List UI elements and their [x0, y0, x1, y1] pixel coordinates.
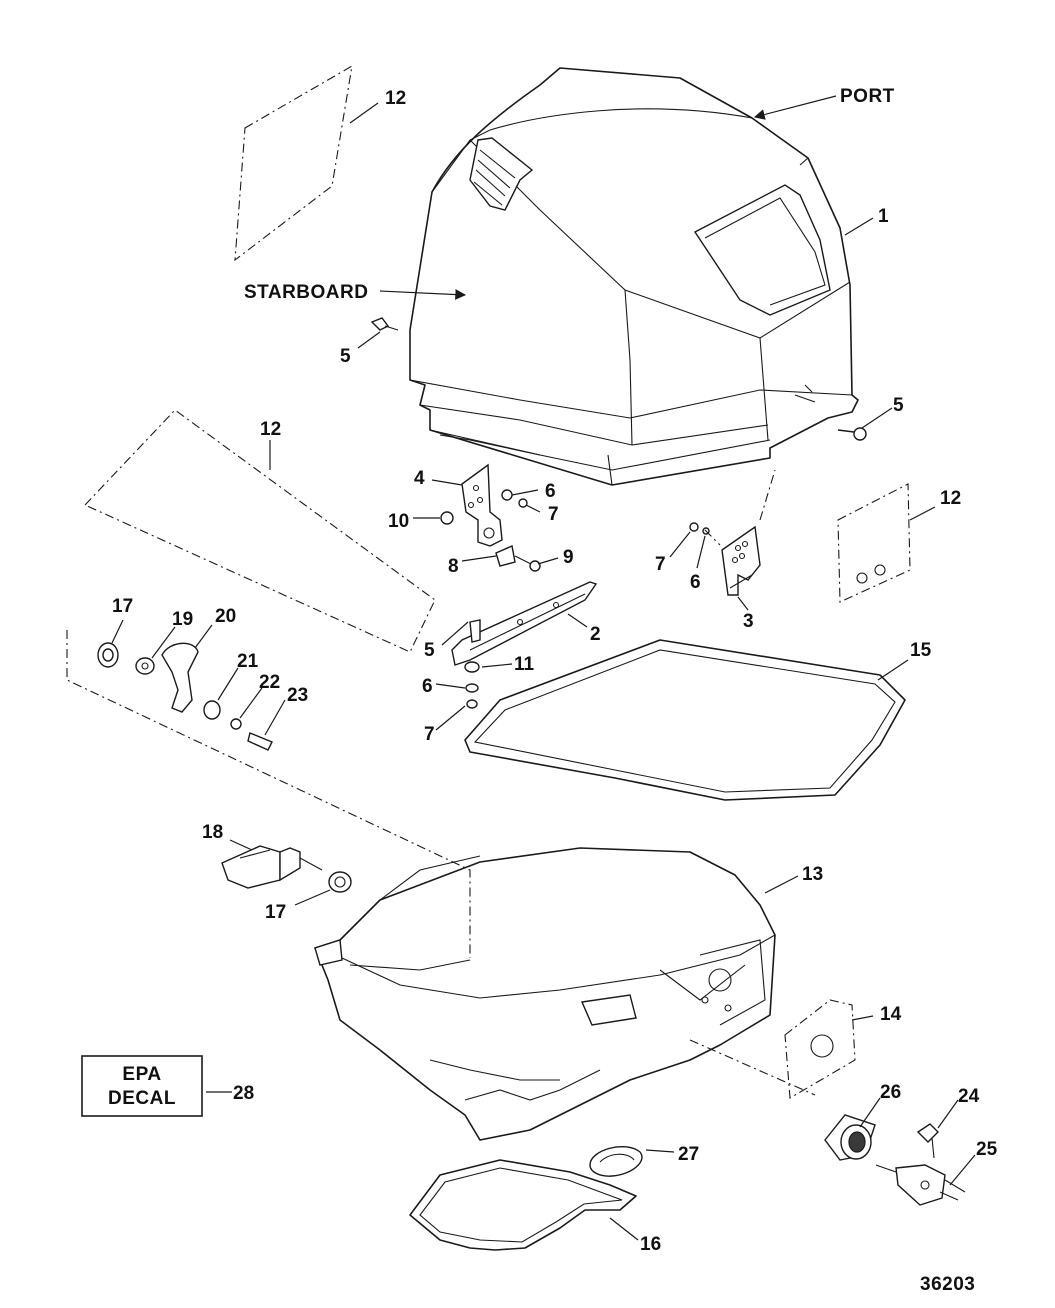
epa-decal-line2: DECAL	[108, 1088, 176, 1109]
callout-5-left: 5	[340, 346, 351, 367]
callout-10: 10	[388, 511, 409, 532]
decal-12-top	[234, 64, 353, 262]
decal-14	[784, 999, 856, 1099]
callout-14: 14	[880, 1004, 902, 1025]
callout-13: 13	[802, 864, 823, 885]
callout-11: 11	[514, 654, 535, 675]
callout-5-right: 5	[893, 395, 904, 416]
grommet-26	[824, 1114, 876, 1161]
callout-5-middle: 5	[424, 640, 435, 661]
callout-2: 2	[590, 624, 601, 645]
epa-decal-box	[81, 1055, 203, 1117]
latch-2	[451, 581, 598, 666]
callout-6-upper: 6	[545, 481, 556, 502]
bracket-3	[721, 525, 761, 596]
screw-24	[916, 1123, 939, 1159]
callout-18: 18	[202, 822, 223, 843]
bracket-4	[461, 463, 503, 547]
leader-lines	[111, 102, 976, 1241]
decal-12-left	[84, 409, 436, 653]
callout-23: 23	[287, 685, 308, 706]
callout-4: 4	[414, 468, 425, 489]
callout-1: 1	[878, 206, 889, 227]
callout-19: 19	[172, 609, 193, 630]
connector-25	[875, 1164, 966, 1206]
cowl-seal-15	[464, 639, 906, 801]
figure-number: 36203	[920, 1274, 975, 1295]
gasket-16	[409, 1159, 637, 1251]
callout-3: 3	[743, 611, 754, 632]
callout-16: 16	[640, 1234, 661, 1255]
callout-26: 26	[880, 1082, 901, 1103]
epa-decal-line1: EPA	[122, 1064, 161, 1085]
callout-7-upper: 7	[548, 504, 559, 525]
bottom-cowl	[314, 847, 776, 1141]
latch-18	[221, 845, 352, 893]
callout-24: 24	[958, 1086, 980, 1107]
decal-12-right	[837, 483, 911, 603]
callout-6-lower: 6	[422, 676, 433, 697]
callout-9: 9	[563, 547, 574, 568]
callout-28: 28	[233, 1083, 254, 1104]
callout-12-top: 12	[385, 88, 406, 109]
callout-7-lower: 7	[424, 724, 435, 745]
port-label: PORT	[840, 86, 895, 107]
fasteners	[370, 317, 867, 709]
callout-27: 27	[678, 1144, 699, 1165]
callouts: 12 1 5 5 12 4 6 7 10 8 9 7 6 3 12 2 5 11…	[112, 88, 998, 1255]
top-cowl	[409, 67, 859, 486]
callout-22: 22	[259, 672, 280, 693]
callout-6-right: 6	[690, 572, 701, 593]
callout-7-right: 7	[655, 554, 666, 575]
callout-12-right: 12	[940, 488, 961, 509]
callout-21: 21	[237, 651, 259, 672]
callout-8: 8	[448, 556, 459, 577]
plug-27	[589, 1146, 643, 1177]
starboard-label: STARBOARD	[244, 282, 368, 303]
callout-20: 20	[215, 606, 236, 627]
callout-15: 15	[910, 640, 932, 661]
callout-17-upper: 17	[112, 596, 133, 617]
callout-25: 25	[976, 1139, 998, 1160]
callout-17-lower: 17	[265, 902, 286, 923]
callout-12-left: 12	[260, 419, 281, 440]
latch-hook-assembly	[97, 642, 273, 751]
